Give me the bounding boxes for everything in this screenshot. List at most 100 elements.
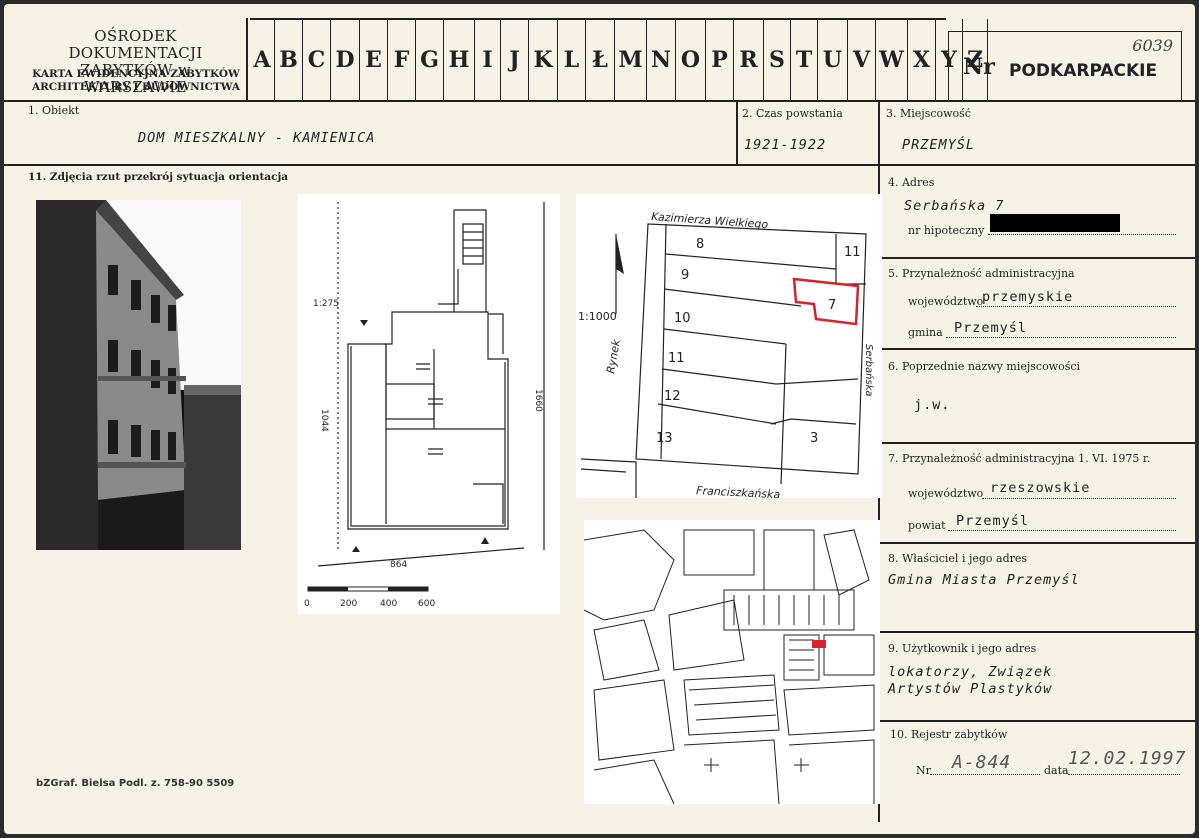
rejestr-data-value: 12.02.1997 [1068,748,1187,769]
alphabet-letter: G [416,19,444,101]
card-type-line-1: KARTA EWIDENCYJNA ZABYTKÓW [32,68,240,80]
uzytkownik-label: 9. Użytkownik i jego adres [888,642,1037,655]
institution-line-1: OŚRODEK DOKUMENTACJI [68,27,203,62]
site-map: Kazimierza Wielkiego Rynek Serbańska Fra… [576,194,882,498]
adres-label: 4. Adres [888,176,935,189]
adres-value: Serbańska 7 [904,198,1005,214]
alphabet-letter: J [501,19,529,101]
wojewodztwo1975-value: rzeszowskie [990,480,1091,496]
rejestr-data-line [1068,774,1180,775]
alphabet-letter: F [388,19,416,101]
nr-value: PODKARPACKIE [1009,61,1158,81]
street-serbanska: Serbańska [863,344,875,397]
rejestr-nr-label: Nr [916,764,931,777]
plan-height-right: 1660 [533,389,543,412]
poprzednie-label: 6. Poprzednie nazwy miejscowości [888,360,1081,373]
czas-value: 1921-1922 [744,137,827,153]
alphabet-letter: A [250,19,275,101]
alphabet-letter: L [558,19,586,101]
card-type-line-2: ARCHITEKTURY I BUDOWNICTWA [31,81,241,93]
scale-tick-200: 200 [340,599,357,609]
alphabet-letter: U [818,19,848,101]
poprzednie-value: j.w. [914,397,951,413]
institution-name: OŚRODEK DOKUMENTACJI ZABYTKÓW w WARSZAWI… [28,28,243,96]
wojewodztwo-label: województwo [908,295,984,308]
alphabet-letter: P [706,19,734,101]
alphabet-letter: E [360,19,388,101]
divider-5 [878,257,1195,259]
plan-scale-label: 1:275 [313,299,339,309]
plan-height-left: 1044 [319,409,329,432]
plot-7-highlight [792,277,860,326]
row-divider [4,164,1195,166]
przynaleznosc-label: 5. Przynależność administracyjna [888,267,1075,280]
plot-label-3: 3 [810,431,818,446]
hipoteczny-line [988,234,1176,235]
header-divider [4,100,1195,102]
alphabet-letter: B [275,19,303,101]
przynaleznosc1975-label: 7. Przynależność administracyjna 1. VI. … [888,452,1151,465]
divider-9 [878,631,1195,633]
wojewodztwo-value: przemyskie [982,289,1074,305]
scale-tick-0: 0 [304,599,310,609]
alphabet-letter: I [475,19,501,101]
uzytkownik-line-2: Artystów Plastyków [888,681,1053,697]
miejscowosc-value: PRZEMYŚL [902,137,976,153]
plot-label-12: 12 [664,389,681,404]
divider-6 [878,348,1195,350]
alphabet-letter: T [791,19,818,101]
alphabet-letter: D [331,19,360,101]
wlasciciel-value: Gmina Miasta Przemyśl [888,572,1080,588]
alphabet-letter: O [676,19,706,101]
card-number: 6039 [1132,36,1173,55]
plot-label-13: 13 [656,431,673,446]
card-type: KARTA EWIDENCYJNA ZABYTKÓW ARCHITEKTURY … [26,68,246,94]
alphabet-letter: K [529,19,558,101]
czas-label: 2. Czas powstania [742,107,843,120]
plot-label-7: 7 [828,298,836,313]
record-card: OŚRODEK DOKUMENTACJI ZABYTKÓW w WARSZAWI… [4,4,1195,834]
rejestr-nr-line [930,774,1040,775]
alphabet-letter: R [734,19,764,101]
powiat-label: powiat [908,519,946,532]
wojewodztwo1975-line [982,498,1176,499]
rejestr-data-label: data [1044,764,1069,777]
divider-10 [878,720,1195,722]
uzytkownik-line-1: lokatorzy, Związek [888,664,1053,680]
gmina-label: gmina [908,326,943,339]
alphabet-letter: X [908,19,936,101]
plot-label-9: 9 [681,268,689,283]
alphabet-letter: Z [963,19,988,101]
gmina-line [946,337,1176,338]
header-vline [246,18,248,101]
divider-8 [878,542,1195,544]
wojewodztwo1975-label: województwo [908,487,984,500]
institution-line-2: ZABYTKÓW w WARSZAWIE [79,61,192,96]
alphabet-top-line [250,18,946,20]
rejestr-nr-value: A-844 [952,752,1012,773]
alphabet-letter: C [303,19,331,101]
nr-box: Nr PODKARPACKIE 6039 [948,31,1182,101]
obiekt-value: DOM MIESZKALNY - KAMIENICA [138,130,376,146]
floor-plan: 1:275 864 1044 1660 0 200 400 600 [298,194,560,614]
plot-label-8: 8 [696,237,704,252]
location-marker [812,640,826,648]
zdjecia-label: 11. Zdjęcia rzut przekrój sytuacja orien… [28,171,289,183]
hipoteczny-label: nr hipoteczny [908,224,985,237]
street-rynek: Rynek [604,338,623,375]
alphabet-letter: H [444,19,475,101]
printer-footer: bZGraf. Bielsa Podl. z. 758-90 5509 [36,778,235,789]
alphabet-letter: Ł [586,19,615,101]
col-divider-czas [736,100,738,164]
building-photo [36,200,241,550]
alphabet-letter: V [848,19,876,101]
scale-tick-600: 600 [418,599,435,609]
nr-label: Nr [963,54,995,80]
obiekt-label: 1. Obiekt [28,104,80,117]
rejestr-label: 10. Rejestr zabytków [890,728,1008,741]
alphabet-letter: S [764,19,791,101]
alphabet-letter: Y [936,19,963,101]
miejscowosc-label: 3. Miejscowość [886,107,971,120]
plot-label-11b: 11 [844,245,861,260]
orientation-map [584,520,880,804]
